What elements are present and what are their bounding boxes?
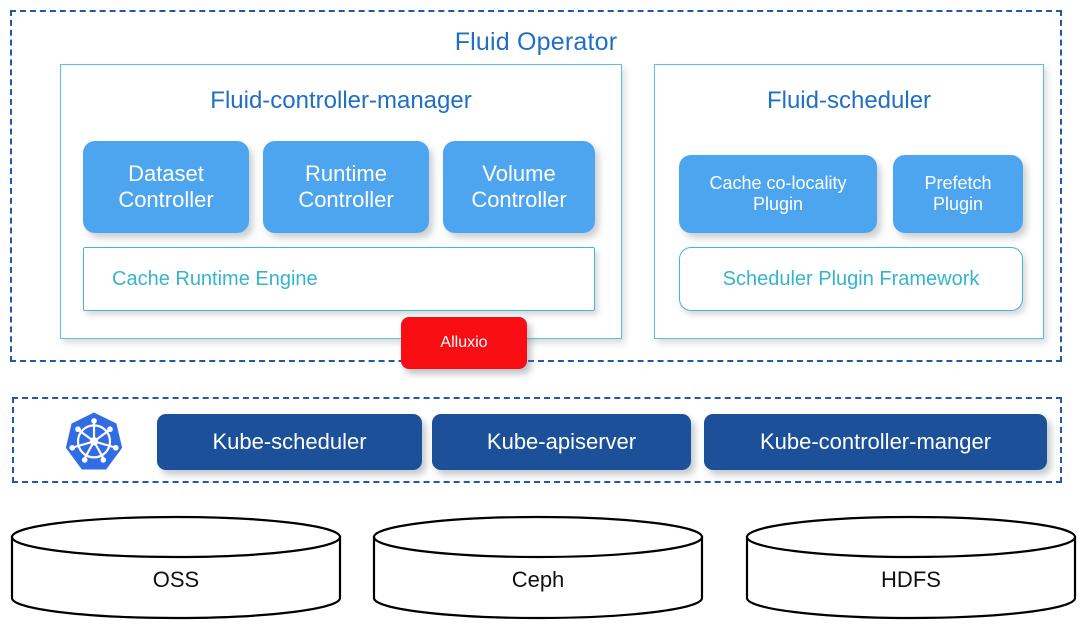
scheduler-plugin-framework-label: Scheduler Plugin Framework	[722, 267, 980, 290]
storage-cylinder-oss: OSS	[10, 515, 342, 620]
fluid-operator-panel: Fluid Operator Fluid-controller-manager …	[10, 10, 1062, 369]
kube-controller-manager-label: Kube-controller-manger	[759, 429, 992, 454]
cache-co-locality-plugin-label: Cache co-locality Plugin	[709, 172, 847, 214]
fluid-scheduler-title: Fluid-scheduler	[766, 87, 932, 114]
kube-scheduler-box[interactable]: Kube-scheduler	[157, 414, 422, 470]
storage-cylinder-ceph-label: Ceph	[511, 567, 565, 592]
alluxio-badge[interactable]: Alluxio	[401, 317, 527, 369]
fluid-controller-manager-panel: Fluid-controller-manager Dataset Control…	[60, 64, 622, 369]
scheduler-plugin-framework-strip: Scheduler Plugin Framework	[679, 247, 1023, 311]
kubernetes-logo-icon	[62, 410, 126, 474]
prefetch-plugin-box[interactable]: Prefetch Plugin	[893, 155, 1023, 233]
kube-apiserver-box[interactable]: Kube-apiserver	[432, 414, 691, 470]
storage-cylinder-oss-label: OSS	[152, 567, 200, 592]
fluid-operator-title: Fluid Operator	[454, 28, 618, 56]
fluid-controller-manager-title: Fluid-controller-manager	[210, 87, 472, 114]
kube-controller-manager-box[interactable]: Kube-controller-manger	[704, 414, 1047, 470]
volume-controller-label: Volume Controller	[471, 161, 567, 212]
storage-cylinder-hdfs: HDFS	[745, 515, 1077, 620]
dataset-controller-label: Dataset Controller	[118, 161, 214, 212]
cache-runtime-engine-strip: Cache Runtime Engine	[83, 247, 595, 311]
alluxio-badge-label: Alluxio	[440, 334, 488, 351]
kube-scheduler-label: Kube-scheduler	[212, 429, 367, 454]
cache-co-locality-plugin-box[interactable]: Cache co-locality Plugin	[679, 155, 877, 233]
fluid-scheduler-panel: Fluid-scheduler Cache co-locality Plugin…	[654, 64, 1044, 339]
runtime-controller-label: Runtime Controller	[298, 161, 394, 212]
cache-runtime-engine-label: Cache Runtime Engine	[112, 267, 318, 290]
storage-cylinder-ceph: Ceph	[372, 515, 704, 620]
kube-apiserver-label: Kube-apiserver	[486, 429, 637, 454]
volume-controller-box[interactable]: Volume Controller	[443, 141, 595, 233]
prefetch-plugin-label: Prefetch Plugin	[924, 172, 992, 214]
dataset-controller-box[interactable]: Dataset Controller	[83, 141, 249, 233]
kubernetes-panel: Kube-scheduler Kube-apiserver Kube-contr…	[12, 397, 1062, 483]
storage-cylinder-hdfs-label: HDFS	[881, 567, 941, 592]
runtime-controller-box[interactable]: Runtime Controller	[263, 141, 429, 233]
